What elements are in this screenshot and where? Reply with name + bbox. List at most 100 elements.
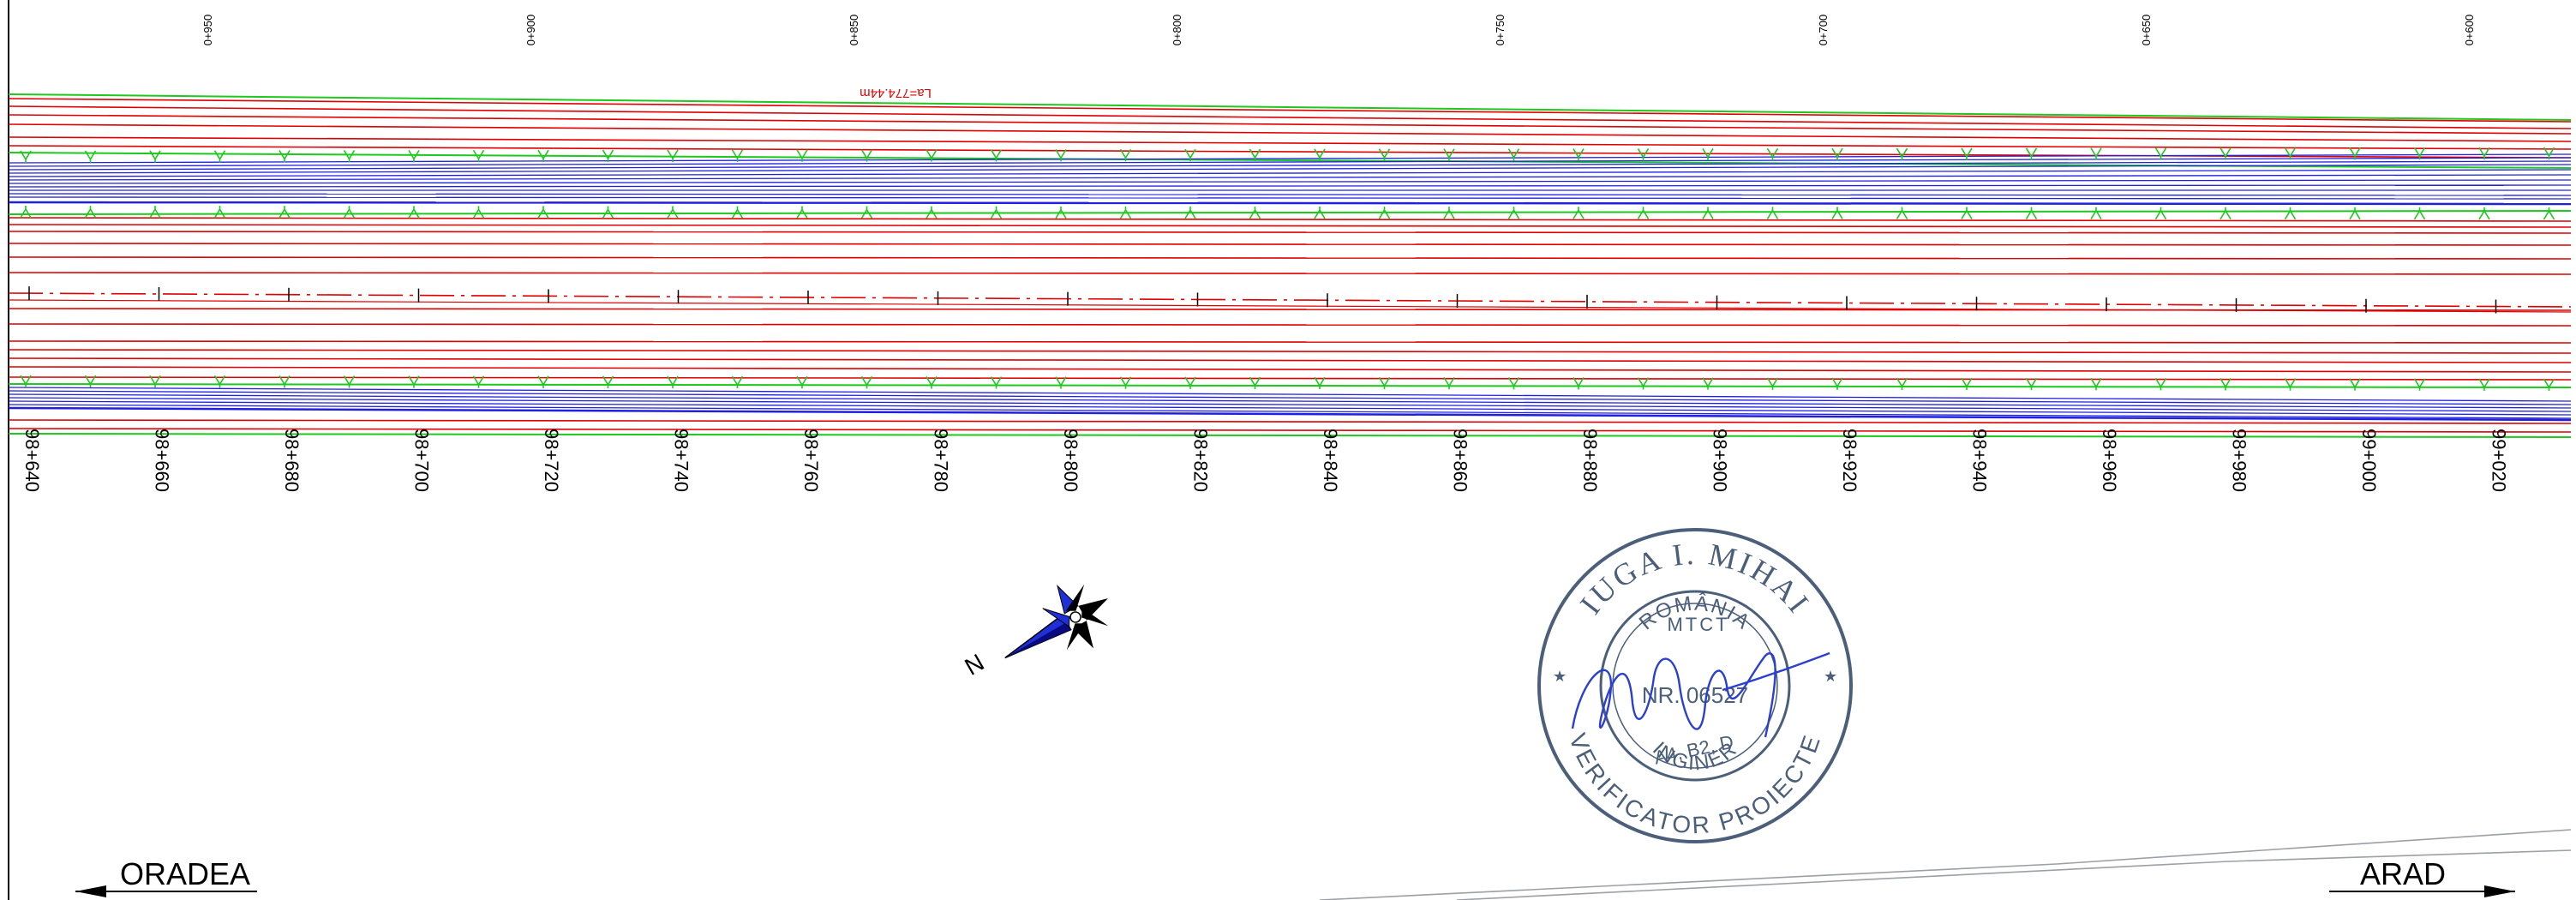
bottom-chainage-label: 98+880 [1579,429,1601,492]
bottom-chainage-label: 98+720 [541,429,562,492]
slope-tick [1443,376,1455,390]
alignment-length-label: La=774.44m [860,86,932,100]
bottom-chainage-label: 98+740 [671,429,692,492]
slope-tick [2154,377,2167,391]
slope-tick [1896,377,1908,390]
slope-tick [343,375,356,388]
slope-tick [602,206,614,219]
slope-tick [1702,377,1714,390]
bottom-chainage-label: 98+660 [152,429,173,492]
slope-tick [667,206,679,219]
slope-tick [1443,148,1455,161]
slope-tick [1637,377,1650,390]
slope-tick [408,206,420,219]
slope-tick [667,375,679,389]
slope-tick [796,206,808,219]
slope-tick [149,150,161,163]
slope-tick [2025,147,2038,160]
slope-tick [1831,147,1843,161]
slope-tick [1055,148,1067,162]
bottom-chainage-label: 98+860 [1450,429,1471,492]
slope-tick [1766,207,1779,219]
slope-tick [1119,376,1132,389]
drainage-band-bottom [8,387,2572,422]
road-edge-lines [8,98,2572,433]
slope-tick [860,375,873,389]
boundary-lines-grey [1319,829,2572,900]
slope-tick [2349,207,2361,220]
slope-tick [2413,147,2426,160]
slope-tick [2220,378,2232,391]
slope-tick [1961,147,1973,160]
slope-tick [1055,376,1067,389]
slope-tick [343,206,356,219]
slope-tick [731,375,744,389]
bottom-chainage-label: 98+840 [1320,429,1341,492]
slope-tick [1184,206,1196,219]
slope-tick [279,206,291,219]
slope-tick [1184,148,1196,162]
slope-tick [279,375,291,388]
bottom-chainage-label: 99+000 [2358,429,2380,492]
top-chainage-label: 0+700 [1817,15,1830,46]
slope-tick [1314,148,1326,161]
arrow-left-icon [75,885,257,897]
slope-tick [602,149,614,163]
slope-tick [990,206,1003,219]
slope-tick [343,150,356,163]
slope-tick [860,206,873,219]
slope-tick [1896,147,1908,161]
top-chainage-label: 0+800 [1171,15,1183,46]
slope-tick [796,149,808,162]
slope-tick [1831,377,1843,390]
slope-tick [472,375,485,388]
slope-tick [731,206,744,219]
slope-tick [1055,206,1067,219]
drainage-band-top [8,153,2572,206]
top-chainage-label: 0+600 [2463,15,2476,46]
bottom-chainage-label: 98+980 [2229,429,2250,492]
slope-tick [1637,207,1650,219]
bottom-chainage-label: 99+020 [2489,429,2510,492]
slope-tick [2154,147,2167,160]
slope-tick [149,206,161,219]
slope-tick [2025,377,2038,391]
top-chainage-label: 0+650 [2140,15,2153,46]
slope-tick [1961,377,1973,391]
slope-boundaries [8,93,2572,438]
slope-tick [1702,147,1714,161]
slope-ticks [20,147,2555,391]
slope-tick [2349,147,2361,160]
slope-tick [1314,207,1326,219]
bottom-chainage-label: 98+800 [1060,429,1081,492]
slope-tick [537,206,549,219]
slope-tick [2543,207,2555,220]
slope-tick [472,149,485,163]
slope-tick [926,206,938,219]
slope-tick [2284,378,2297,391]
stamp-signature [1571,651,1830,738]
slope-tick [2478,147,2490,160]
top-chainage-label: 0+950 [201,15,214,46]
direction-label-arad: ARAD [2360,856,2447,891]
slope-tick [408,375,420,388]
slope-tick [2349,378,2361,391]
bottom-chainage-label: 98+760 [800,429,822,492]
top-chainage-label: 0+900 [524,15,537,46]
slope-tick [1507,207,1520,219]
verification-stamp: IUGA I. MIHAI VERIFICATOR PROIECTE ROMÂN… [1537,528,1853,843]
slope-tick [1766,377,1779,390]
slope-tick [20,150,32,163]
slope-tick [84,375,97,388]
slope-tick [2090,207,2102,220]
slope-tick [1119,148,1132,162]
slope-tick [990,376,1003,389]
road-centerline [8,292,2572,313]
slope-tick [1573,377,1585,390]
slope-tick [2478,207,2490,220]
slope-tick [1443,207,1455,219]
north-arrow-icon [1004,584,1109,659]
slope-tick [796,375,808,389]
slope-tick [2090,147,2102,160]
